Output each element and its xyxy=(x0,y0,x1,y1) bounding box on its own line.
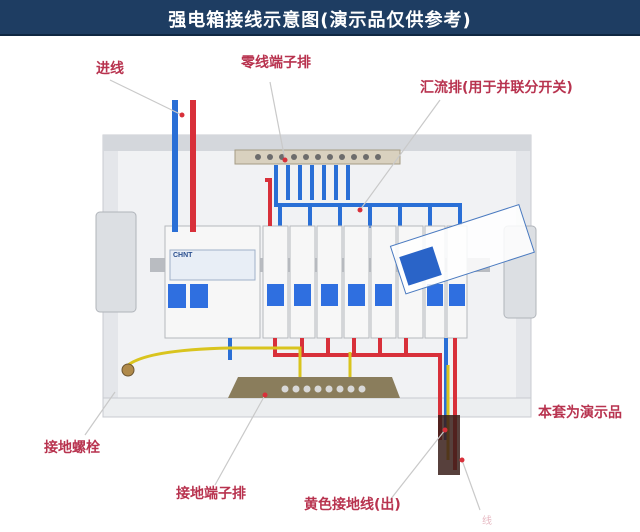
box-top-panel xyxy=(103,135,531,151)
arrow-markers xyxy=(179,112,465,463)
breaker-brand-label: CHNT xyxy=(173,252,193,259)
title-bar: 强电箱接线示意图(演示品仅供参考) xyxy=(0,0,640,36)
label-incoming-wire: 进线 xyxy=(96,61,124,77)
label-ground-terminal-bar: 接地端子排 xyxy=(176,486,246,502)
label-neutral-terminal-bar: 零线端子排 xyxy=(241,55,311,71)
label-ground-bolt: 接地螺栓 xyxy=(44,440,100,456)
label-yellow-ground-wire-out: 黄色接地线(出) xyxy=(304,497,401,513)
diagram-title: 强电箱接线示意图(演示品仅供参考) xyxy=(168,10,472,31)
label-demo-note: 本套为演示品 xyxy=(538,405,622,421)
neutral-wires xyxy=(274,165,462,228)
ground-terminal-screws xyxy=(281,385,366,393)
ground-terminal-bar xyxy=(228,377,400,398)
breaker-handles xyxy=(267,284,465,306)
leader-lines xyxy=(84,79,481,511)
ground-bolt xyxy=(121,363,135,377)
rcd-label xyxy=(169,249,256,281)
rcd-handle-1 xyxy=(168,284,186,308)
rcd-handle-2 xyxy=(190,284,208,308)
label-busbar: 汇流排(用于并联分开关) xyxy=(420,80,573,96)
watermark-logo xyxy=(389,203,535,295)
label-faint-wire: 线 xyxy=(482,516,492,527)
neutral-terminal-screws xyxy=(255,154,381,160)
main-rcd xyxy=(164,225,261,339)
exit-wire-bundle xyxy=(438,415,460,475)
box-bottom-lip xyxy=(102,397,532,418)
left-bracket xyxy=(95,211,137,313)
